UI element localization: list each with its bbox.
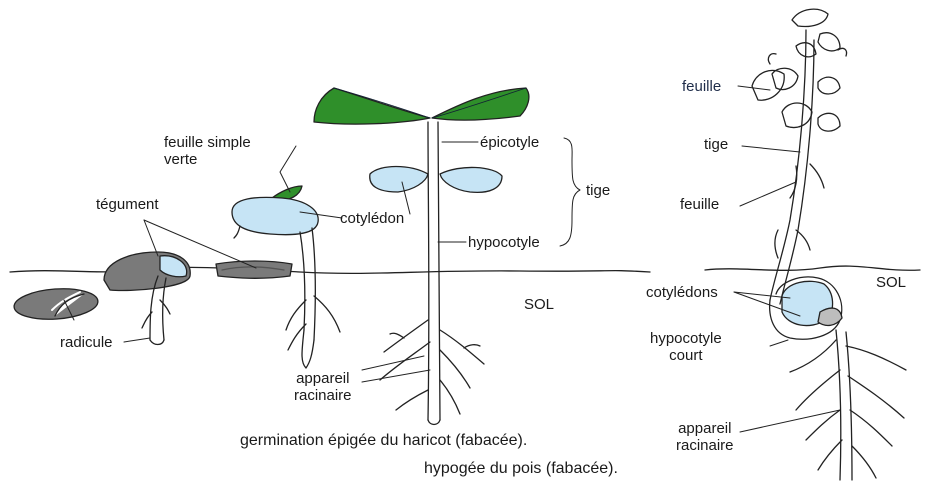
stage-pea-plant [752,9,906,480]
label-cotyledon: cotylédon [340,210,404,227]
label-feuille-top: feuille [682,78,721,95]
label-hypocotyle: hypocotyle [468,234,540,251]
label-appareil-left-line1: appareil [294,370,352,387]
label-tige-pea: tige [704,136,728,153]
label-appareil-right-line2: racinaire [676,437,734,454]
label-hypocotyle-court-line2: court [650,347,722,364]
label-feuille-simple: feuille simple verte [164,134,251,168]
label-tegument: tégument [96,196,159,213]
label-appareil-left-line2: racinaire [294,387,352,404]
label-appareil-racinaire-right: appareil racinaire [676,420,734,454]
label-feuille-mid: feuille [680,196,719,213]
caption-pea: hypogée du pois (fabacée). [424,460,618,478]
label-sol-right: SOL [876,274,906,291]
label-feuille-simple-line1: feuille simple [164,134,251,151]
label-hypocotyle-court: hypocotyle court [650,330,722,364]
label-hypocotyle-court-line1: hypocotyle [650,330,722,347]
label-feuille-simple-line2: verte [164,151,251,168]
label-radicule: radicule [60,334,113,351]
stage-empty-tegument [216,261,292,278]
caption-bean: germination épigée du haricot (fabacée). [240,432,527,450]
label-appareil-right-line1: appareil [676,420,734,437]
stage-seed-radicule [13,286,99,322]
label-cotyledons: cotylédons [646,284,718,301]
soil-line-right [705,266,920,270]
stage-seed-root [104,252,190,345]
label-appareil-racinaire-left: appareil racinaire [294,370,352,404]
label-epicotyle: épicotyle [480,134,539,151]
label-tige-bean: tige [586,182,610,199]
label-sol-left: SOL [524,296,554,313]
